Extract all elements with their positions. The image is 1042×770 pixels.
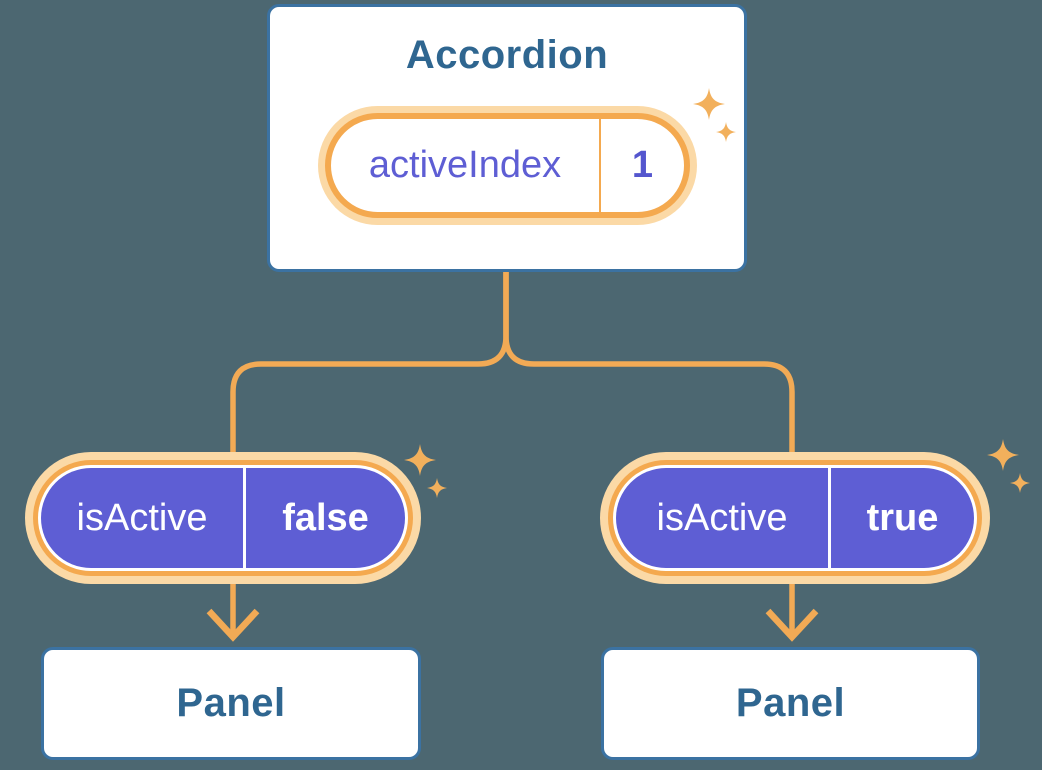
- panel-component-card-left: Panel: [41, 647, 421, 760]
- prop-pill-divider: [828, 468, 831, 568]
- panel-title: Panel: [735, 681, 846, 725]
- arrow-down-right-icon: [765, 608, 819, 642]
- sparkle-icon: [404, 444, 447, 498]
- state-name-label: activeIndex: [368, 144, 562, 186]
- prop-pill-body: isActive false: [41, 468, 405, 568]
- state-pill-activeindex: activeIndex 1: [318, 106, 697, 225]
- state-value-label: 1: [631, 144, 654, 186]
- prop-pill-ring: isActive true: [608, 460, 982, 576]
- prop-name-label: isActive: [76, 496, 208, 539]
- prop-value-label: false: [282, 496, 369, 539]
- prop-pill-isactive-true: isActive true: [600, 452, 990, 584]
- accordion-component-card: Accordion activeIndex 1: [267, 4, 747, 272]
- panel-component-card-right: Panel: [601, 647, 980, 760]
- prop-pill-isactive-false: isActive false: [25, 452, 421, 584]
- connector-branch-right: [503, 272, 795, 458]
- prop-pill-ring: isActive false: [33, 460, 413, 576]
- connector-branch-left: [230, 272, 509, 458]
- accordion-title: Accordion: [405, 33, 609, 77]
- prop-pill-body: isActive true: [616, 468, 974, 568]
- prop-pill-inner-outline: isActive false: [38, 465, 408, 571]
- prop-pill-inner-outline: isActive true: [613, 465, 977, 571]
- arrow-down-left-icon: [206, 608, 260, 642]
- state-pill-divider: [599, 119, 601, 212]
- prop-pill-divider: [243, 468, 246, 568]
- prop-value-label: true: [866, 496, 939, 539]
- sparkle-icon: [987, 439, 1030, 493]
- sparkle-icon: [693, 88, 736, 142]
- prop-name-label: isActive: [656, 496, 788, 539]
- panel-title: Panel: [176, 681, 286, 725]
- state-pill-ring: activeIndex 1: [325, 113, 690, 218]
